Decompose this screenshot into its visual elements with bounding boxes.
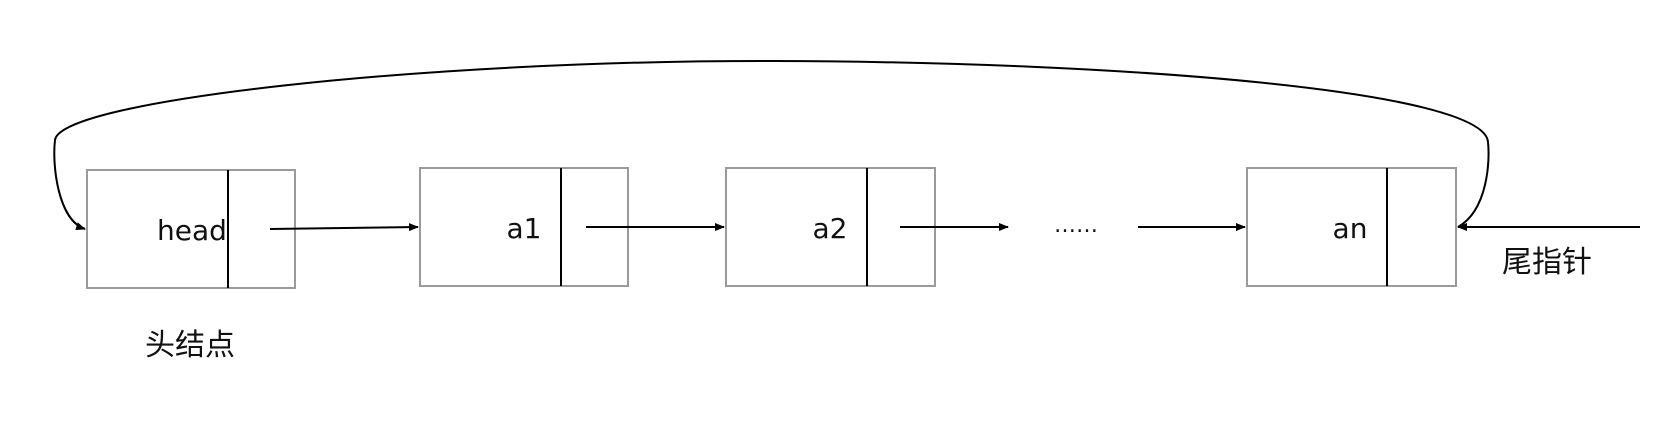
circular-link-arc — [53, 59, 1490, 230]
node-head-label: head — [157, 214, 227, 247]
node-head: head — [86, 169, 296, 289]
arrow-head-to-a1 — [269, 223, 419, 232]
node-an-box — [1246, 167, 1457, 287]
node-an-label: an — [1333, 212, 1368, 245]
ellipsis-text: …… — [1054, 213, 1098, 238]
node-an: an — [1246, 167, 1457, 287]
node-a2: a2 — [725, 167, 936, 287]
head-node-caption: 头结点 — [145, 328, 235, 363]
node-a1: a1 — [419, 167, 629, 287]
node-a1-label: a1 — [507, 212, 542, 245]
node-a2-label: a2 — [813, 212, 848, 245]
tail-pointer-label: 尾指针 — [1502, 245, 1592, 280]
